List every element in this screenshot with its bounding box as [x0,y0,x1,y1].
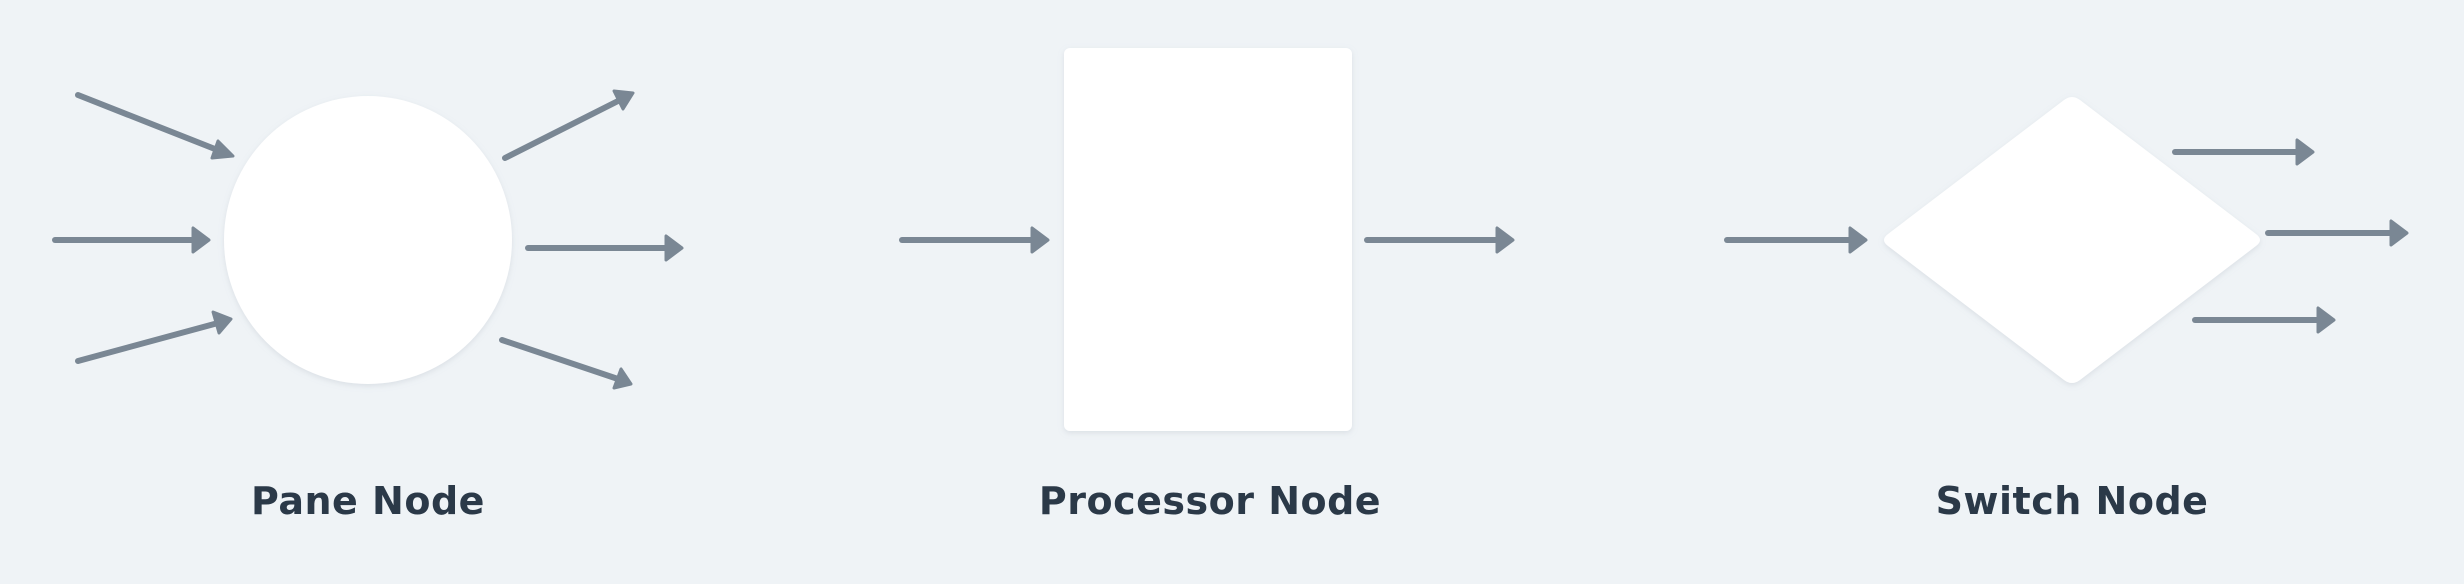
pane-node-incoming-arrows [52,92,235,364]
arrow-icon [2172,138,2315,166]
switch-node-label: Switch Node [1935,479,2209,523]
arrow-icon [499,337,633,390]
switch-node-outgoing-arrows [2172,138,2409,334]
arrow-icon [52,226,211,254]
processor-node-rectangle [1064,48,1352,431]
arrow-icon [899,226,1050,254]
pane-node-circle [224,96,512,384]
arrow-icon [1724,226,1868,254]
processor-node-arrows [899,226,1515,254]
arrow-icon [75,310,233,364]
arrow-icon [502,89,635,161]
arrow-icon [1364,226,1515,254]
processor-node [1064,48,1352,431]
arrow-icon [2192,306,2336,334]
pane-node [224,96,512,384]
arrow-icon [525,234,684,262]
arrow-icon [75,92,235,160]
processor-node-label: Processor Node [1038,479,1382,523]
switch-node [1884,97,2260,383]
pane-node-outgoing-arrows [499,89,684,390]
pane-node-label: Pane Node [251,479,485,523]
switch-node-incoming-arrows [1724,226,1868,254]
switch-node-diamond [1884,97,2260,383]
arrow-icon [2265,219,2409,247]
